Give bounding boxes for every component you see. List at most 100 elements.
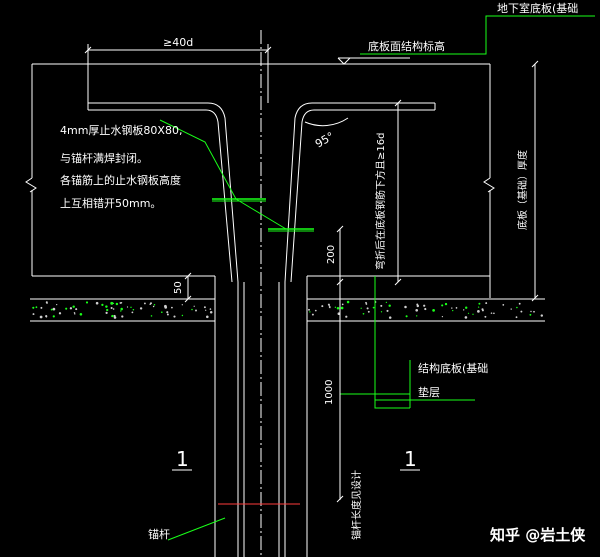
hatch-dot	[101, 303, 104, 307]
cushion-hatch	[32, 300, 543, 319]
hatch-dot	[130, 306, 132, 309]
hatch-dot	[540, 314, 543, 317]
anchor-length-vertical-label: 弯折后在底板钢筋下方且≥16d	[374, 133, 387, 270]
hatch-dot	[149, 303, 151, 305]
hatch-dot	[79, 313, 83, 316]
hatch-dot	[153, 303, 156, 306]
hatch-dot	[110, 301, 114, 305]
hatch-dot	[416, 304, 420, 308]
hatch-dot	[360, 307, 362, 309]
hatch-dot	[367, 310, 370, 313]
hatch-dot	[181, 304, 183, 306]
hatch-dot	[321, 305, 324, 308]
hatch-dot	[464, 316, 468, 319]
hatch-dot	[164, 306, 168, 309]
hatch-dot	[388, 316, 392, 319]
hatch-dot	[385, 301, 388, 304]
hatch-dot	[472, 313, 474, 315]
dimension-200: 200	[326, 245, 337, 264]
hatch-dot	[69, 307, 73, 310]
hatch-dot	[166, 313, 169, 316]
hatch-dot	[173, 315, 176, 318]
cushion-layer	[30, 298, 545, 322]
section-marker-right: 1	[404, 447, 417, 471]
hatch-dot	[518, 302, 521, 305]
hatch-dot	[143, 302, 146, 305]
hatch-dot	[121, 315, 124, 318]
hatch-dot	[210, 311, 213, 314]
hatch-dot	[515, 316, 518, 319]
hatch-dot	[328, 304, 330, 307]
hatch-dot	[341, 303, 344, 306]
hatch-dot	[195, 309, 197, 312]
hatch-dot	[337, 312, 341, 315]
elevation-marker	[337, 57, 410, 65]
hatch-dot	[477, 306, 480, 308]
bent-rebar	[87, 102, 436, 283]
hatch-dot	[423, 304, 426, 307]
hatch-dot	[455, 307, 458, 309]
hatch-dot	[166, 311, 169, 314]
hatch-dot	[35, 306, 38, 309]
anchor-rod-label: 锚杆	[148, 527, 170, 541]
hatch-dot	[441, 315, 444, 318]
hatch-dot	[160, 311, 163, 314]
watermark: 知乎 @岩土侠	[490, 526, 586, 544]
hatch-dot	[424, 308, 427, 311]
waterstop-note-line-3: 各锚筋上的止水钢板高度	[60, 173, 181, 187]
hatch-dot	[193, 305, 195, 307]
hatch-dot	[39, 315, 43, 319]
hatch-dot	[191, 308, 193, 311]
hatch-dot	[380, 304, 383, 307]
hatch-dot	[203, 306, 206, 309]
hatch-dot	[56, 304, 58, 306]
hatch-dot	[85, 301, 89, 304]
hatch-dot	[485, 302, 488, 305]
hatch-dot	[75, 308, 78, 311]
dimension-50: 50	[173, 281, 184, 294]
hatch-dot	[113, 316, 117, 319]
hatch-dot	[112, 302, 115, 305]
hatch-dot	[209, 308, 212, 310]
hatch-dot	[152, 305, 155, 308]
hatch-dot	[171, 306, 173, 309]
hatch-dot	[58, 312, 62, 315]
hatch-dot	[111, 314, 114, 318]
hatch-dot	[308, 308, 310, 311]
hatch-dot	[481, 309, 484, 312]
anchor-length-top-label: ≥40d	[163, 36, 193, 49]
hatch-dot	[40, 306, 43, 309]
hatch-dot	[490, 312, 493, 314]
hatch-dot	[52, 307, 56, 311]
hatch-dot	[181, 314, 184, 317]
water-stop-plates	[212, 198, 314, 505]
waterstop-note-line-1: 4mm厚止水钢板80X80,	[60, 123, 182, 137]
hatch-dot	[205, 309, 207, 311]
hatch-dot	[95, 301, 99, 305]
hatch-dot	[74, 313, 76, 315]
hatch-dot	[520, 310, 523, 313]
hatch-dot	[362, 312, 365, 315]
hatch-dot	[415, 308, 419, 312]
hatch-dot	[484, 315, 487, 318]
hatch-dot	[336, 306, 340, 310]
hatch-dot	[346, 300, 350, 304]
hatch-dot	[110, 306, 113, 310]
hatch-dot	[405, 315, 408, 318]
hatch-dot	[52, 315, 55, 318]
hatch-dot	[119, 302, 122, 304]
hatch-dot	[529, 313, 532, 316]
hatch-dot	[452, 309, 454, 312]
slab-thickness-label: 底板（基础）厚度	[516, 150, 529, 230]
hatch-dot	[120, 310, 122, 312]
structural-slab-label: 结构底板(基础	[418, 361, 488, 375]
hatch-dot	[467, 312, 470, 314]
hatch-dot	[126, 306, 129, 308]
hatch-dot	[32, 306, 35, 309]
hatch-dot	[45, 316, 48, 318]
hatch-dot	[115, 302, 119, 306]
hatch-dot	[72, 305, 75, 308]
hatch-dot	[73, 312, 76, 314]
hatch-dot	[32, 313, 35, 316]
